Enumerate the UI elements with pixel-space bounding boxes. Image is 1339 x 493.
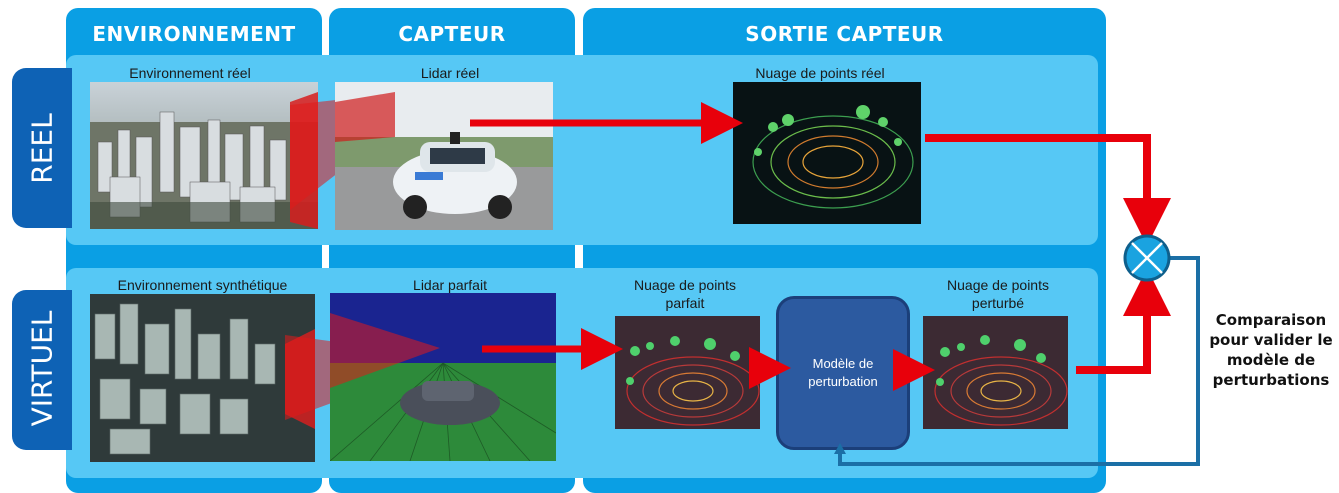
caption-perfect-cloud-line2: parfait [665, 295, 705, 311]
caption-perfect-cloud: Nuage de points parfait [605, 276, 765, 312]
caption-perfect-cloud-line1: Nuage de points [634, 277, 736, 293]
header-sensor: CAPTEUR [398, 22, 506, 46]
header-output: SORTIE CAPTEUR [745, 22, 944, 46]
comparison-line3: modèle de [1226, 351, 1316, 369]
model-line2: perturbation [808, 374, 878, 389]
caption-perturbed-cloud: Nuage de points perturbé [918, 276, 1078, 312]
comparison-line4: perturbations [1212, 371, 1330, 389]
header-environment: ENVIRONNEMENT [92, 22, 296, 46]
virtual-row-tab [12, 290, 72, 450]
caption-perturbed-cloud-line2: perturbé [971, 295, 1025, 311]
real-point-cloud-image [733, 82, 921, 224]
arrow-real-cloud-to-comparator [925, 134, 1171, 246]
caption-real-environment: Environnement réel [129, 65, 251, 81]
perturbed-point-cloud-image [923, 316, 1068, 429]
perfect-lidar-image [330, 293, 556, 461]
comparison-line2: pour valider le [1209, 331, 1333, 349]
caption-perturbed-cloud-line1: Nuage de points [947, 277, 1049, 293]
caption-real-cloud: Nuage de points réel [755, 65, 885, 81]
caption-synthetic-environment: Environnement synthétique [117, 277, 288, 293]
comparison-note: Comparaison pour valider le modèle de pe… [1206, 310, 1336, 390]
caption-perfect-lidar: Lidar parfait [413, 277, 487, 293]
caption-real-lidar: Lidar réel [420, 65, 480, 81]
feedback-loop [838, 256, 1200, 466]
model-line1: Modèle de [812, 356, 874, 371]
real-lidar-car-image [335, 82, 553, 230]
real-row-tab [12, 68, 72, 228]
comparison-line1: Comparaison [1215, 311, 1327, 329]
arrow-perturbed-to-comparator [1076, 268, 1171, 374]
perfect-point-cloud-image [615, 316, 760, 429]
